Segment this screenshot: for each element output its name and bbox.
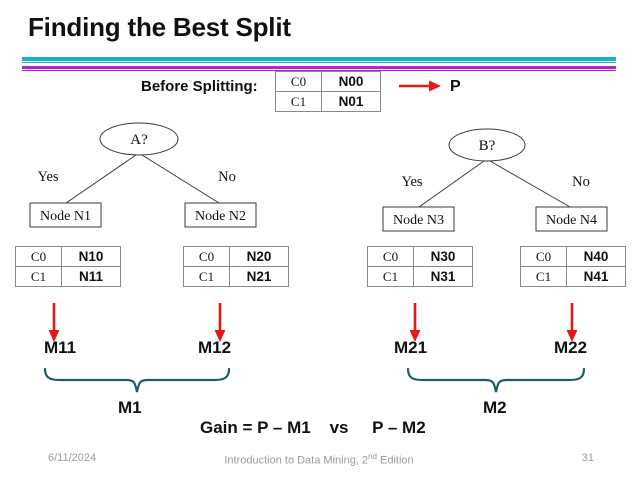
footer-title-ordinal: nd [368, 452, 377, 461]
leaf-count-table-n4: C0 N40 C1 N41 [520, 246, 626, 287]
table-row: C0 N10 [15, 246, 121, 267]
header-rule-magenta [22, 66, 616, 69]
before-splitting-label: Before Splitting: [141, 78, 258, 95]
tree-a-root-label: A? [130, 132, 148, 148]
class-label-c0: C0 [367, 246, 414, 267]
class-label-c1: C1 [520, 266, 567, 287]
class-label-c1: C1 [183, 266, 230, 287]
tree-b-root-label: B? [479, 138, 496, 154]
tree-a-left-node-label: Node N1 [40, 209, 91, 224]
count-value-n31: N31 [413, 266, 473, 287]
table-row: C1 N01 [275, 91, 381, 112]
right-arrow-icon [399, 80, 441, 92]
tree-a-right-node-box [184, 202, 257, 228]
tree-b-right-edge [489, 160, 571, 208]
brace-m1 [43, 368, 231, 393]
leaf-count-table-n1: C0 N10 C1 N11 [15, 246, 121, 287]
leaf-count-table-n3: C0 N30 C1 N31 [367, 246, 473, 287]
tree-a-left-node-box [29, 202, 102, 228]
table-row: C1 N11 [15, 266, 121, 287]
table-row: C0 N00 [275, 71, 381, 92]
impurity-label-m22: M22 [554, 338, 588, 357]
count-value-n40: N40 [566, 246, 626, 267]
footer-date: 6/11/2024 [48, 452, 97, 464]
tree-b-right-node-box [535, 206, 608, 232]
table-row: C0 N20 [183, 246, 289, 267]
parent-impurity-label: P [450, 78, 461, 95]
table-row: C0 N30 [367, 246, 473, 267]
tree-a-no-label: No [218, 169, 236, 185]
footer-page-number: 31 [581, 452, 594, 464]
footer-title-prefix: Introduction to Data Mining, 2 [224, 454, 369, 467]
tree-b-left-node-label: Node N3 [393, 213, 444, 228]
tree-a-left-edge [65, 154, 137, 204]
tree-a-right-edge [141, 154, 220, 204]
count-value-n01: N01 [321, 91, 381, 112]
tree-b-right-node-label: Node N4 [546, 213, 597, 228]
gain-expression: Gain = P – M1 vs P – M2 [200, 418, 426, 437]
class-label-c0: C0 [520, 246, 567, 267]
leaf-count-table-n2: C0 N20 C1 N21 [183, 246, 289, 287]
tree-b-left-edge [418, 160, 485, 208]
count-value-n10: N10 [61, 246, 121, 267]
down-arrow-icon-m11 [48, 303, 60, 342]
down-arrow-icon-m21 [409, 303, 421, 342]
tree-b-no-label: No [572, 174, 590, 190]
count-value-n00: N00 [321, 71, 381, 92]
class-label-c1: C1 [275, 91, 322, 112]
class-label-c1: C1 [15, 266, 62, 287]
tree-a-yes-label: Yes [37, 169, 58, 185]
class-label-c0: C0 [183, 246, 230, 267]
class-label-c0: C0 [275, 71, 322, 92]
footer-title: Introduction to Data Mining, 2nd Edition [0, 452, 638, 467]
tree-b-left-node-box [382, 206, 455, 232]
header-rule-cyan [22, 57, 616, 61]
down-arrow-icon-m12 [214, 303, 226, 342]
class-label-c0: C0 [15, 246, 62, 267]
count-value-n21: N21 [229, 266, 289, 287]
table-row: C1 N41 [520, 266, 626, 287]
brace-m2 [406, 368, 586, 393]
impurity-label-m11: M11 [44, 338, 77, 357]
page-title: Finding the Best Split [28, 12, 291, 42]
table-row: C1 N21 [183, 266, 289, 287]
count-value-n11: N11 [61, 266, 121, 287]
header-rule-cyan-thin [22, 62, 616, 63]
impurity-label-m21: M21 [394, 338, 428, 357]
before-split-count-table: C0 N00 C1 N01 [275, 71, 381, 112]
count-value-n41: N41 [566, 266, 626, 287]
tree-b-root-ellipse [448, 128, 526, 162]
count-value-n20: N20 [229, 246, 289, 267]
tree-b-yes-label: Yes [401, 174, 422, 190]
down-arrow-icon-m22 [566, 303, 578, 342]
footer-title-suffix: Edition [376, 454, 414, 467]
count-value-n30: N30 [413, 246, 473, 267]
table-row: C1 N31 [367, 266, 473, 287]
group-impurity-label-m1: M1 [118, 398, 142, 417]
group-impurity-label-m2: M2 [483, 398, 507, 417]
tree-a-root-ellipse [99, 122, 179, 156]
table-row: C0 N40 [520, 246, 626, 267]
impurity-label-m12: M12 [198, 338, 232, 357]
tree-a-right-node-label: Node N2 [195, 209, 246, 224]
class-label-c1: C1 [367, 266, 414, 287]
header-rule-magenta-thin [22, 70, 616, 71]
